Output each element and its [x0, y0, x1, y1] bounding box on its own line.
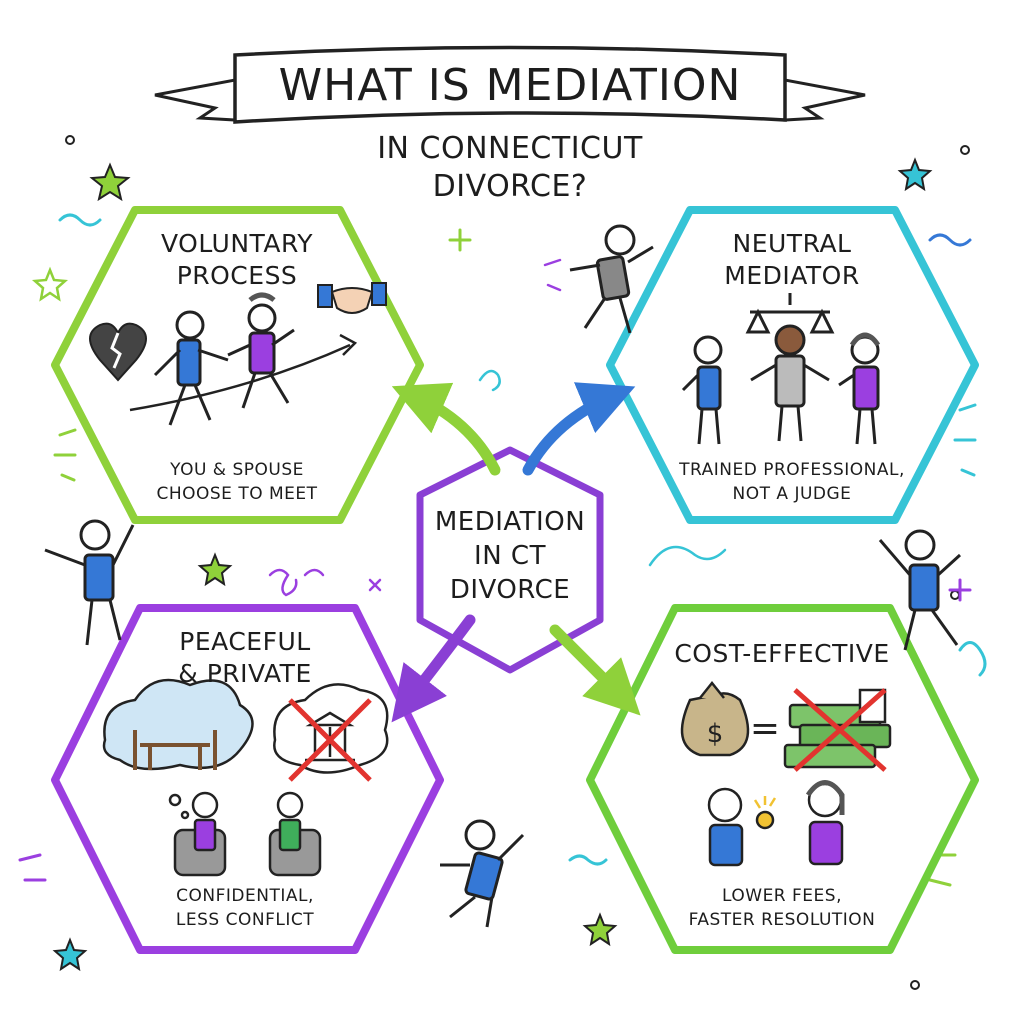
- stick-figures-icon: [681, 332, 881, 445]
- jumping-figure-right: [878, 529, 962, 651]
- hex-voluntary-caption-line-2: CHOOSE TO MEET: [156, 484, 318, 504]
- hex-cost-title-line-1: COST-EFFECTIVE: [674, 639, 890, 668]
- money-bag-icon: [680, 680, 750, 757]
- voluntary-illustration: [89, 282, 387, 426]
- crossed-courthouse-icon: [273, 683, 389, 782]
- hex-voluntary-title: VOLUNTARY PROCESS: [137, 228, 337, 292]
- peaceful-illustration: [102, 678, 389, 877]
- arrow-to-neutral: [522, 382, 636, 476]
- subtitle-line-1: IN CONNECTICUT: [377, 131, 643, 166]
- hex-neutral-title-line-2: MEDIATOR: [724, 261, 860, 290]
- subtitle-line-2: DIVORCE?: [432, 169, 588, 204]
- handshake-icon: [317, 282, 387, 314]
- stick-figures-icon: [707, 780, 845, 867]
- center-label-line-2: IN CT: [474, 541, 546, 571]
- hex-cost-caption-line-2: FASTER RESOLUTION: [688, 910, 876, 930]
- table-thought-bubble-icon: [102, 678, 254, 820]
- star-icon: [897, 157, 933, 192]
- arrow-up-icon: [129, 343, 351, 412]
- star-icon: [582, 912, 618, 947]
- hex-peaceful-title-line-2: & PRIVATE: [178, 659, 312, 688]
- cost-illustration: $ =: [680, 680, 892, 867]
- star-icon: [89, 162, 131, 202]
- hex-peaceful-caption-line-1: CONFIDENTIAL,: [176, 886, 314, 906]
- hex-center-border: [416, 446, 604, 674]
- hex-neutral-title-line-1: NEUTRAL: [732, 229, 852, 258]
- arrow-to-cost: [549, 624, 641, 716]
- hex-neutral-caption-line-1: TRAINED PROFESSIONAL,: [679, 460, 905, 480]
- arrow-to-voluntary: [391, 382, 501, 476]
- hex-voluntary-caption-line-1: YOU & SPOUSE: [170, 460, 304, 480]
- hex-peaceful-title-line-1: PEACEFUL: [179, 627, 311, 656]
- neutral-illustration: [681, 293, 881, 445]
- connector-arrows: [391, 382, 641, 723]
- arrow-to-peaceful: [391, 614, 476, 723]
- center-label-line-1: MEDIATION: [434, 507, 586, 537]
- jumping-figure-top: [569, 224, 654, 334]
- money-symbol: $: [707, 719, 724, 749]
- hex-neutral-caption-line-2: NOT A JUDGE: [732, 484, 852, 504]
- hex-voluntary-caption: YOU & SPOUSE CHOOSE TO MEET: [137, 458, 337, 506]
- hex-cost-caption-line-1: LOWER FEES,: [722, 886, 842, 906]
- page-subtitle: IN CONNECTICUT DIVORCE?: [300, 130, 720, 206]
- broken-heart-icon: [89, 322, 147, 382]
- center-label-line-3: DIVORCE: [449, 575, 571, 605]
- jumping-figure-left: [44, 519, 135, 646]
- coin-icon: [755, 810, 775, 830]
- equals-icon: =: [750, 708, 780, 749]
- page-title: WHAT IS MEDIATION: [278, 60, 742, 111]
- hex-cost-caption: LOWER FEES, FASTER RESOLUTION: [672, 884, 892, 932]
- hex-peaceful-title: PEACEFUL & PRIVATE: [145, 626, 345, 690]
- star-icon: [52, 937, 88, 972]
- crossed-cash-pile-icon: [783, 688, 892, 772]
- jumping-figure-bottom: [440, 819, 525, 928]
- hex-neutral-title: NEUTRAL MEDIATOR: [692, 228, 892, 292]
- star-icon: [31, 266, 69, 302]
- floating-stick-figures: [44, 224, 962, 928]
- scales-of-justice-icon: [745, 293, 835, 334]
- hex-voluntary-title-line-1: VOLUNTARY: [161, 229, 313, 258]
- title-banner: [154, 45, 866, 124]
- hex-neutral-caption: TRAINED PROFESSIONAL, NOT A JUDGE: [672, 458, 912, 506]
- armchairs-icon: [173, 791, 322, 877]
- center-hex-label: MEDIATION IN CT DIVORCE: [420, 505, 600, 607]
- stick-figures-walking-icon: [153, 292, 295, 426]
- star-icon: [197, 552, 233, 587]
- hex-peaceful-caption-line-2: LESS CONFLICT: [175, 910, 315, 930]
- mediator-figure-icon: [750, 324, 830, 442]
- hex-cost-title: COST-EFFECTIVE: [672, 638, 892, 670]
- hex-peaceful-caption: CONFIDENTIAL, LESS CONFLICT: [145, 884, 345, 932]
- hex-voluntary-title-line-2: PROCESS: [176, 261, 298, 290]
